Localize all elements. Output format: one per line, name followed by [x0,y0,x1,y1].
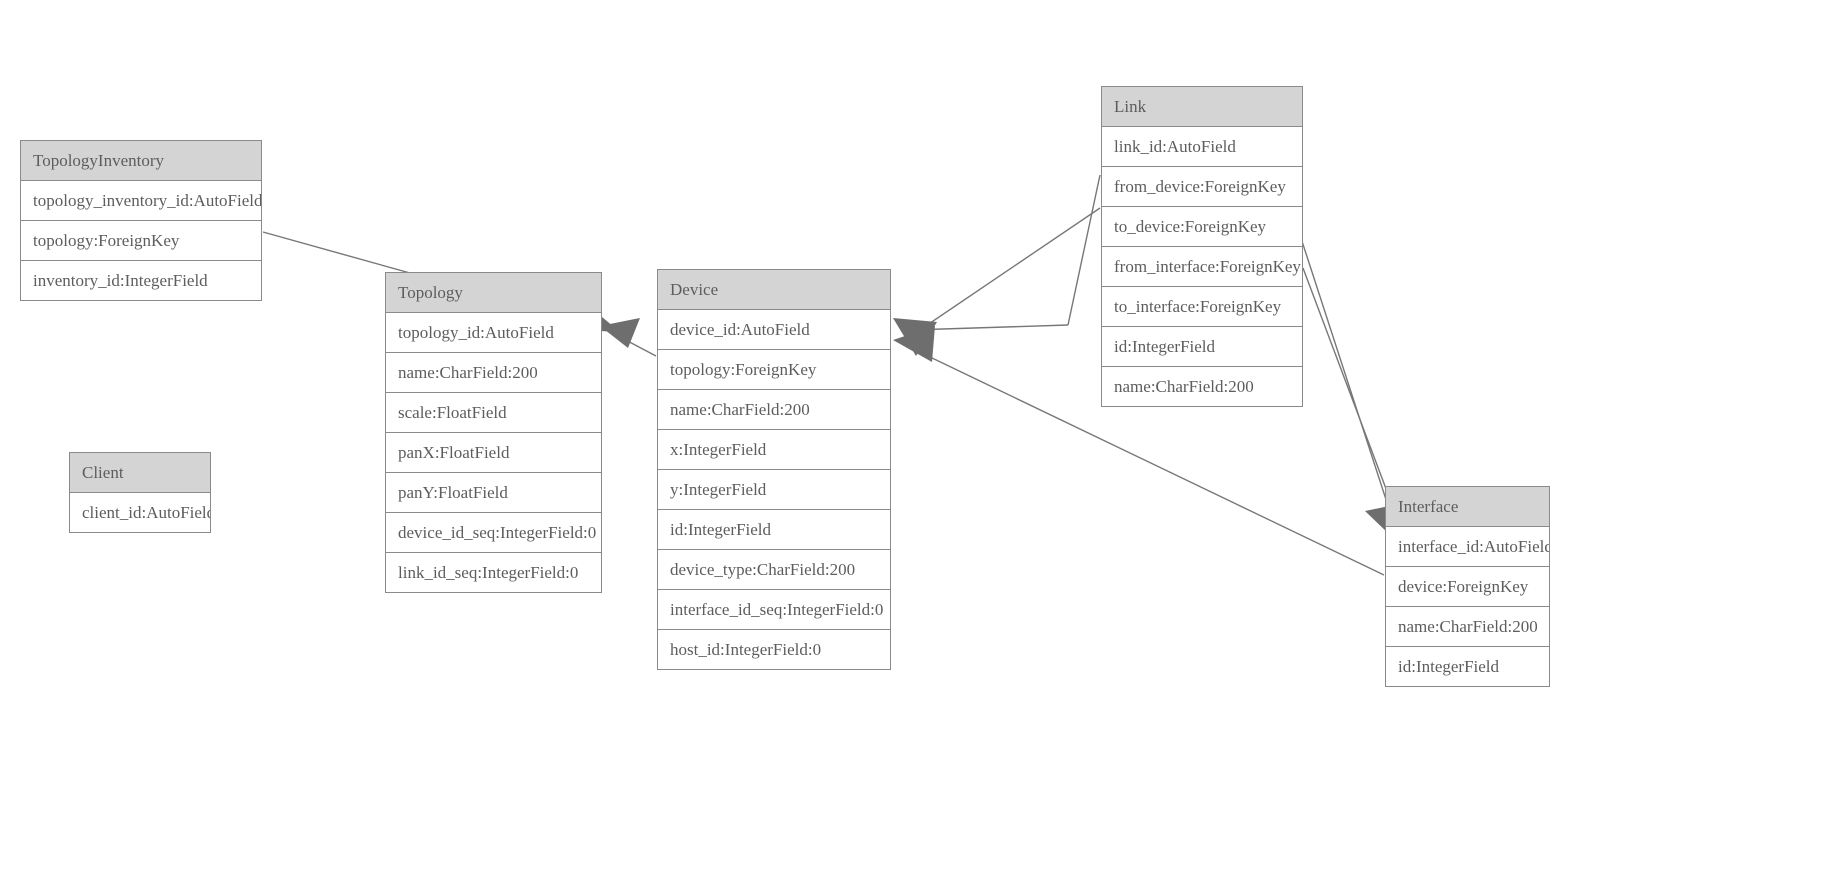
entity-field: device_type:CharField:200 [658,550,890,590]
entity-field: topology:ForeignKey [658,350,890,390]
entity-field: inventory_id:IntegerField [21,261,261,301]
entity-field: to_interface:ForeignKey [1102,287,1302,327]
entity-field: link_id:AutoField [1102,127,1302,167]
entity-field: to_device:ForeignKey [1102,207,1302,247]
entity-field: name:CharField:200 [658,390,890,430]
entity-field: host_id:IntegerField:0 [658,630,890,670]
entity-field: topology_id:AutoField [386,313,601,353]
entity-field: client_id:AutoField [70,493,210,533]
entity-field: from_device:ForeignKey [1102,167,1302,207]
entity-field: from_interface:ForeignKey [1102,247,1302,287]
entity-field: link_id_seq:IntegerField:0 [386,553,601,593]
entity-topology[interactable]: Topology topology_id:AutoField name:Char… [385,272,602,593]
entity-title: Topology [386,273,601,313]
entity-field: panY:FloatField [386,473,601,513]
entity-title: Device [658,270,890,310]
entity-field: name:CharField:200 [1102,367,1302,407]
entity-title: Link [1102,87,1302,127]
entity-device[interactable]: Device device_id:AutoField topology:Fore… [657,269,891,670]
entity-topologyinventory[interactable]: TopologyInventory topology_inventory_id:… [20,140,262,301]
entity-client[interactable]: Client client_id:AutoField [69,452,211,533]
entity-field: id:IntegerField [1102,327,1302,367]
entity-field: topology:ForeignKey [21,221,261,261]
entity-field: id:IntegerField [658,510,890,550]
rel-link-from-device [910,174,1101,331]
entity-field: id:IntegerField [1386,647,1549,687]
rel-link-to-device [893,207,1101,356]
entity-field: interface_id_seq:IntegerField:0 [658,590,890,630]
rel-link-from-interface [1298,231,1393,519]
entity-field: x:IntegerField [658,430,890,470]
rel-device-topology [600,318,657,357]
entity-field: scale:FloatField [386,393,601,433]
entity-interface[interactable]: Interface interface_id:AutoField device:… [1385,486,1550,687]
entity-field: name:CharField:200 [1386,607,1549,647]
entity-field: device_id:AutoField [658,310,890,350]
entity-link[interactable]: Link link_id:AutoField from_device:Forei… [1101,86,1303,407]
entity-field: panX:FloatField [386,433,601,473]
entity-title: Interface [1386,487,1549,527]
entity-field: interface_id:AutoField [1386,527,1549,567]
entity-field: y:IntegerField [658,470,890,510]
entity-title: Client [70,453,210,493]
entity-field: device:ForeignKey [1386,567,1549,607]
entity-title: TopologyInventory [21,141,261,181]
entity-field: name:CharField:200 [386,353,601,393]
entity-field: topology_inventory_id:AutoField [21,181,261,221]
entity-field: device_id_seq:IntegerField:0 [386,513,601,553]
